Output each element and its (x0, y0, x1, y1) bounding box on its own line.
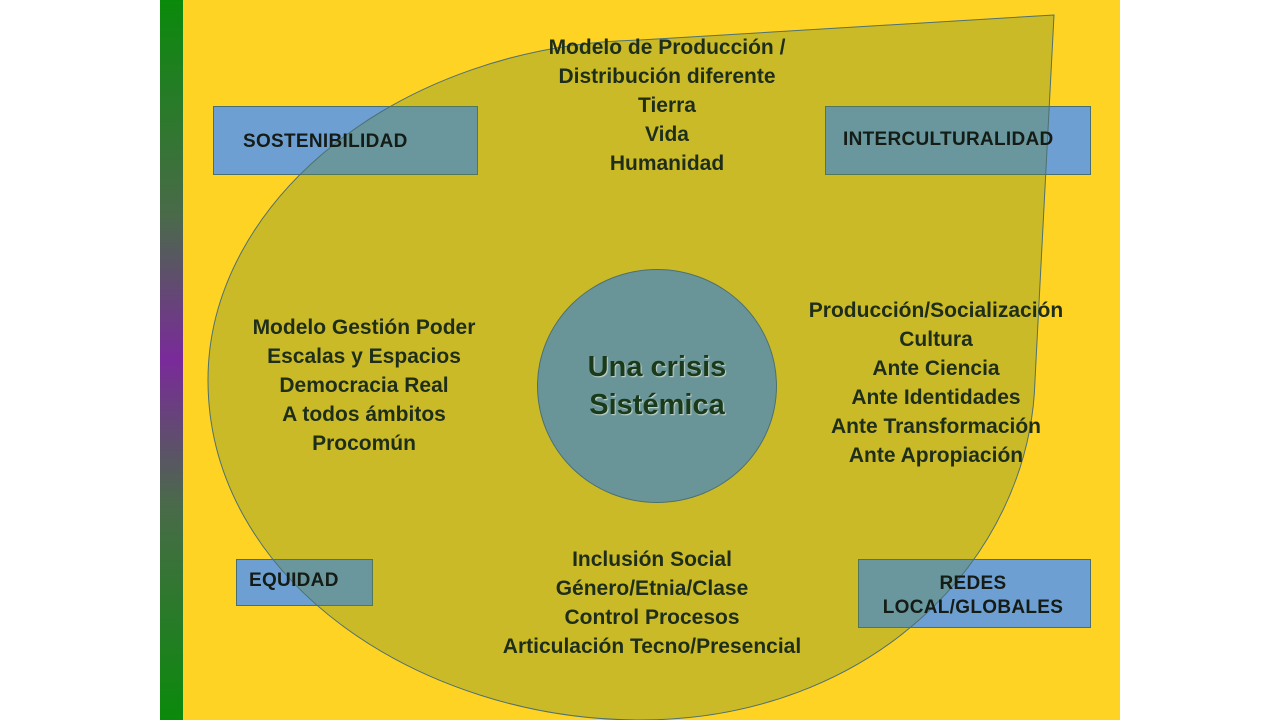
text-line: Cultura (899, 328, 973, 351)
label-sostenibilidad: SOSTENIBILIDAD (243, 131, 408, 152)
text-line: Procomún (312, 432, 416, 455)
center-circle: Una crisis Sistémica (537, 269, 777, 503)
label-redes: REDES LOCAL/GLOBALES (858, 572, 1088, 620)
text-line: Humanidad (609, 152, 725, 175)
text-line: Escalas y Espacios (267, 345, 461, 368)
text-line: Ante Apropiación (848, 444, 1024, 467)
left-text-block: Modelo Gestión Poder Escalas y Espacios … (214, 313, 514, 458)
text-line: Ante Transformación (830, 415, 1042, 438)
label-redes-line: REDES (939, 573, 1007, 594)
text-line: Género/Etnia/Clase (555, 577, 749, 600)
text-line: Producción/Socialización (808, 299, 1064, 322)
bottom-text-block: Inclusión Social Género/Etnia/Clase Cont… (472, 545, 832, 661)
center-title-line: Una crisis (587, 351, 727, 383)
text-line: Tierra (638, 94, 696, 117)
label-interculturalidad: INTERCULTURALIDAD (843, 129, 1054, 150)
text-line: Modelo Gestión Poder (252, 316, 476, 339)
top-text-block: Modelo de Producción / Distribución dife… (517, 33, 817, 178)
label-equidad: EQUIDAD (249, 570, 339, 591)
text-line: Articulación Tecno/Presencial (502, 635, 802, 658)
box-sostenibilidad (213, 106, 478, 175)
center-title-line: Sistémica (589, 389, 725, 421)
text-line: Ante Identidades (851, 386, 1021, 409)
text-line: Vida (645, 123, 689, 146)
text-line: Ante Ciencia (872, 357, 1000, 380)
text-line: Modelo de Producción / (548, 36, 786, 59)
text-line: Control Procesos (564, 606, 740, 629)
box-equidad (236, 559, 373, 606)
text-line: Distribución diferente (558, 65, 776, 88)
box-redes (858, 559, 1091, 628)
text-line: Democracia Real (279, 374, 449, 397)
text-line: Inclusión Social (572, 548, 732, 571)
left-gradient-bar (160, 0, 183, 720)
right-text-block: Producción/Socialización Cultura Ante Ci… (781, 296, 1091, 470)
label-redes-line: LOCAL/GLOBALES (882, 597, 1064, 618)
text-line: A todos ámbitos (282, 403, 446, 426)
